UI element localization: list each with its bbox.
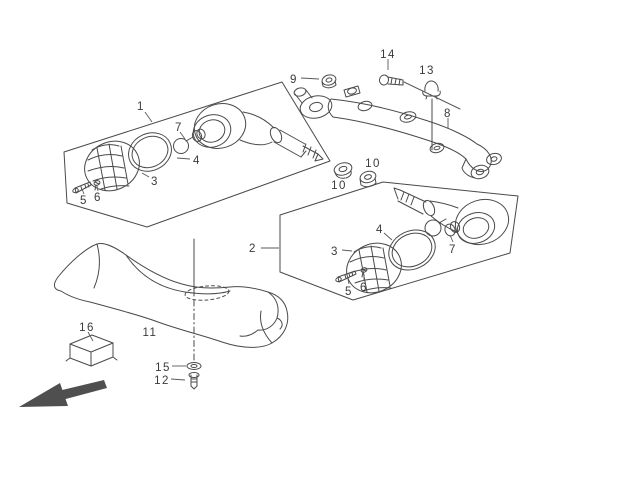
part-label-5: 5: [345, 286, 353, 298]
direction-arrow-icon: [19, 380, 107, 407]
callout-panel-2: [279, 181, 519, 301]
part-label-3: 3: [331, 246, 339, 258]
leader-line-5: [81, 188, 85, 195]
leader-line-4: [176, 157, 191, 160]
leader-line-7: [449, 234, 454, 243]
part-label-11: 11: [143, 327, 158, 339]
screw-5-lamp2-icon: [335, 270, 357, 283]
leader-line-5: [347, 278, 350, 285]
part-label-4: 4: [376, 224, 384, 236]
leader-line-7: [179, 131, 186, 140]
housing-2-icon: [393, 187, 510, 246]
leader-line-6: [96, 185, 99, 192]
washer-15-icon: [186, 362, 202, 370]
part-label-8: 8: [444, 108, 452, 120]
part-label-6: 6: [360, 282, 368, 294]
lens-1-icon: [84, 140, 140, 192]
leader-line-3: [341, 249, 353, 252]
box-16-icon: [65, 334, 118, 367]
turn-signal-lamp-1: [84, 103, 324, 192]
screw-6-lamp2-icon: [360, 267, 368, 278]
gasket-1-icon: [128, 132, 172, 172]
mounting-bracket-8: [293, 85, 502, 180]
part-label-16: 16: [79, 322, 95, 334]
part-label-5: 5: [80, 195, 88, 207]
leader-line-9: [300, 77, 320, 80]
part-label-15: 15: [155, 362, 171, 374]
part-label-7: 7: [449, 244, 457, 256]
callout-panel-1: [63, 81, 331, 228]
seat-cowl-11: [53, 243, 289, 348]
part-label-6: 6: [94, 192, 102, 204]
part-label-4: 4: [193, 155, 201, 167]
part-label-2: 2: [249, 243, 257, 255]
grommet-10-icon: [333, 162, 353, 179]
part-label-7: 7: [175, 122, 183, 134]
screw-5-lamp1-icon: [72, 181, 92, 194]
screw-6-lamp1-icon: [93, 180, 101, 191]
part-label-1: 1: [137, 101, 145, 113]
part-label-10: 10: [331, 180, 347, 192]
part-label-14: 14: [380, 49, 396, 61]
part-label-9: 9: [290, 74, 298, 86]
leader-line-4: [383, 232, 393, 241]
screw-12-icon: [188, 372, 200, 390]
bolt-14-icon: [378, 74, 404, 86]
line-14-to-bracket: [403, 81, 461, 110]
part-label-13: 13: [419, 65, 435, 77]
part-label-10: 10: [365, 158, 381, 170]
leader-line-16: [87, 331, 94, 342]
nut-10-icon: [359, 170, 377, 188]
gasket-2-icon: [388, 229, 436, 271]
turn-signal-lamp-2: [346, 187, 510, 294]
housing-1-icon: [192, 103, 324, 162]
leader-line-1: [144, 111, 153, 123]
leader-line-12: [170, 378, 186, 381]
part-label-3: 3: [151, 176, 159, 188]
part-label-12: 12: [154, 375, 170, 387]
leader-line-3: [141, 172, 150, 178]
nut-9-icon: [321, 74, 337, 89]
